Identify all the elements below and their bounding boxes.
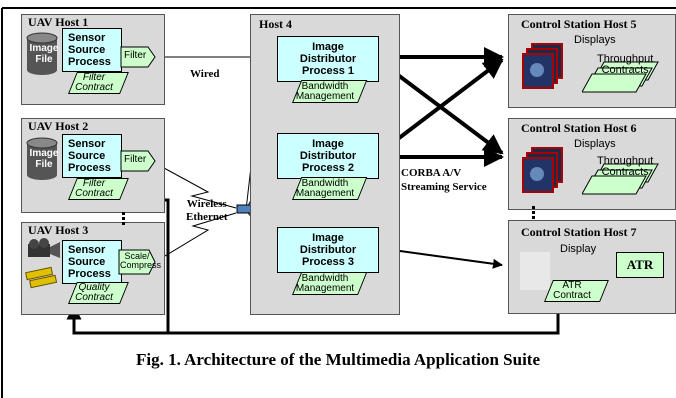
host-4-title: Host 4 — [259, 17, 292, 31]
camera-icon — [25, 238, 60, 289]
figure-caption: Fig. 1. Architecture of the Multimedia A… — [135, 350, 541, 369]
displays-label-6: Displays — [574, 138, 616, 150]
filter-arrow-shape-2 — [120, 150, 156, 172]
uav-host-3-title: UAV Host 3 — [28, 223, 89, 237]
throughput-contract-stack-5 — [582, 61, 659, 93]
wireless-bolt-2 — [154, 212, 237, 263]
throughput-contract-stack-6 — [582, 163, 659, 195]
filter-arrow-shape-1 — [120, 46, 156, 68]
uav-host-2-title: UAV Host 2 — [28, 119, 89, 133]
image-file-cylinder-icon — [26, 32, 58, 75]
filter-label-2: Filter — [124, 154, 147, 165]
cs7-title: Control Station Host 7 — [521, 225, 637, 239]
scale-compress-label: Scale/Compress — [120, 251, 162, 270]
uav-host-1-title: UAV Host 1 — [28, 15, 89, 29]
vertical-ellipsis-uav — [122, 212, 126, 226]
image-file-cylinder-icon — [26, 137, 58, 180]
cs5-title: Control Station Host 5 — [521, 17, 637, 31]
wireless-bolt-1 — [152, 161, 237, 209]
display-stack-icon — [522, 147, 563, 193]
scale-compress-arrow-shape — [118, 249, 156, 275]
vertical-ellipsis-cs — [532, 206, 536, 220]
display-stack-icon — [522, 43, 563, 89]
cs6-title: Control Station Host 6 — [521, 121, 637, 135]
feedback-atr-quality — [66, 296, 560, 335]
display-label-7: Display — [560, 243, 597, 255]
displays-label-5: Displays — [574, 34, 616, 46]
filter-label-1: Filter — [124, 50, 147, 61]
atr-box: ATR — [616, 252, 664, 278]
wired-label: Wired — [190, 68, 220, 80]
display-placeholder — [520, 252, 550, 290]
